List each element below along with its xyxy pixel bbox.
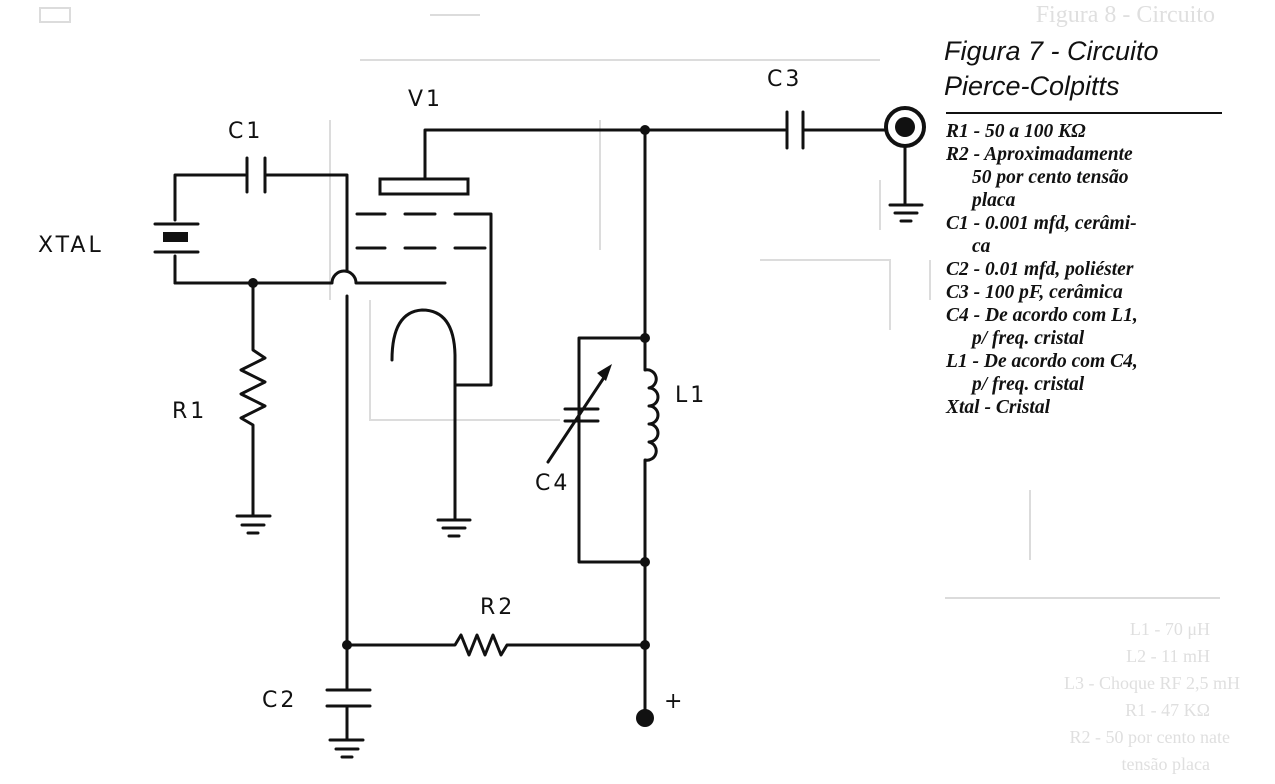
legend-item: C4 - De acordo com L1, p/ freq. cristal bbox=[946, 304, 1246, 350]
label-l1: L1 bbox=[675, 383, 707, 408]
ground-symbol bbox=[235, 503, 272, 535]
inductor-l1 bbox=[643, 336, 660, 647]
tube-cathode bbox=[390, 308, 472, 538]
legend-item: C3 - 100 pF, cerâmica bbox=[946, 281, 1246, 304]
legend-item: C2 - 0.01 mfd, poliéster bbox=[946, 258, 1246, 281]
legend-line: p/ freq. cristal bbox=[972, 328, 1085, 349]
legend-line: placa bbox=[972, 190, 1016, 211]
svg-text:tensão placa: tensão placa bbox=[1122, 754, 1210, 774]
legend-item: Xtal - Cristal bbox=[946, 396, 1246, 419]
label-r2: R2 bbox=[480, 595, 515, 620]
svg-text:L2 - 11 mH: L2 - 11 mH bbox=[1126, 646, 1210, 666]
resistor-r2 bbox=[342, 633, 650, 657]
supply-terminal bbox=[636, 643, 654, 727]
label-c4: C4 bbox=[535, 471, 570, 496]
crystal-xtal bbox=[153, 173, 247, 285]
figure-title-line-2: Pierce-Colpitts bbox=[944, 71, 1120, 101]
capacitor-c2 bbox=[325, 643, 372, 759]
legend-item: R1 - 50 a 100 KΩ bbox=[946, 120, 1246, 143]
legend-line: 50 por cento tensão bbox=[972, 167, 1129, 188]
plate-supply-line bbox=[640, 125, 650, 343]
component-labels: C1 V1 C3 XTAL R1 L1 C4 R2 C2 + bbox=[38, 67, 802, 714]
legend-item: C1 - 0.001 mfd, cerâmi- ca bbox=[946, 212, 1246, 258]
legend-line: C2 - 0.01 mfd, poliéster bbox=[946, 259, 1134, 280]
output-jack bbox=[884, 106, 926, 223]
label-plus: + bbox=[664, 689, 685, 714]
legend-line: R2 - Aproximadamente bbox=[946, 144, 1133, 165]
svg-text:L3 - Choque RF 2,5 mH: L3 - Choque RF 2,5 mH bbox=[1064, 673, 1240, 693]
legend-line: Xtal - Cristal bbox=[946, 397, 1051, 418]
capacitor-c1 bbox=[245, 156, 349, 272]
figure-caption: Figura 7 - Circuito Pierce-Colpitts bbox=[944, 34, 1224, 104]
caption-divider bbox=[946, 112, 1222, 114]
legend-item: L1 - De acordo com C4, p/ freq. cristal bbox=[946, 350, 1246, 396]
bleed-through-artwork: L1 - 70 μH L2 - 11 mH L3 - Choque RF 2,5… bbox=[39, 2, 1240, 774]
legend-line: C1 - 0.001 mfd, cerâmi- bbox=[946, 213, 1137, 234]
legend-line: ca bbox=[972, 236, 991, 257]
label-c3: C3 bbox=[767, 67, 802, 92]
capacitor-c3 bbox=[643, 110, 887, 150]
legend-line: p/ freq. cristal bbox=[972, 374, 1085, 395]
svg-text:L1 - 70 μH: L1 - 70 μH bbox=[1130, 619, 1210, 639]
tank-circuit bbox=[546, 336, 660, 647]
figure-title-line-1: Figura 7 - Circuito bbox=[944, 36, 1159, 66]
legend-line: C3 - 100 pF, cerâmica bbox=[946, 282, 1123, 303]
legend-item: R2 - Aproximadamente 50 por cento tensão… bbox=[946, 143, 1246, 212]
label-c2: C2 bbox=[262, 688, 297, 713]
component-legend: R1 - 50 a 100 KΩ R2 - Aproximadamente 50… bbox=[946, 120, 1246, 419]
label-v1: V1 bbox=[408, 87, 443, 112]
resistor-r1 bbox=[235, 281, 272, 535]
label-r1: R1 bbox=[172, 399, 207, 424]
variable-capacitor-c4 bbox=[546, 364, 612, 464]
svg-text:R2 - 50 por cento nate: R2 - 50 por cento nate bbox=[1070, 727, 1230, 747]
vacuum-tube-v1 bbox=[355, 128, 647, 538]
svg-text:Figura 8 - Circuito: Figura 8 - Circuito bbox=[1036, 2, 1215, 28]
label-xtal: XTAL bbox=[38, 233, 104, 258]
grid-wiring bbox=[173, 269, 447, 647]
legend-line: R1 - 50 a 100 KΩ bbox=[946, 121, 1086, 142]
label-c1: C1 bbox=[228, 119, 263, 144]
legend-line: L1 - De acordo com C4, bbox=[946, 351, 1138, 372]
legend-line: C4 - De acordo com L1, bbox=[946, 305, 1138, 326]
svg-text:R1 - 47 KΩ: R1 - 47 KΩ bbox=[1125, 700, 1210, 720]
